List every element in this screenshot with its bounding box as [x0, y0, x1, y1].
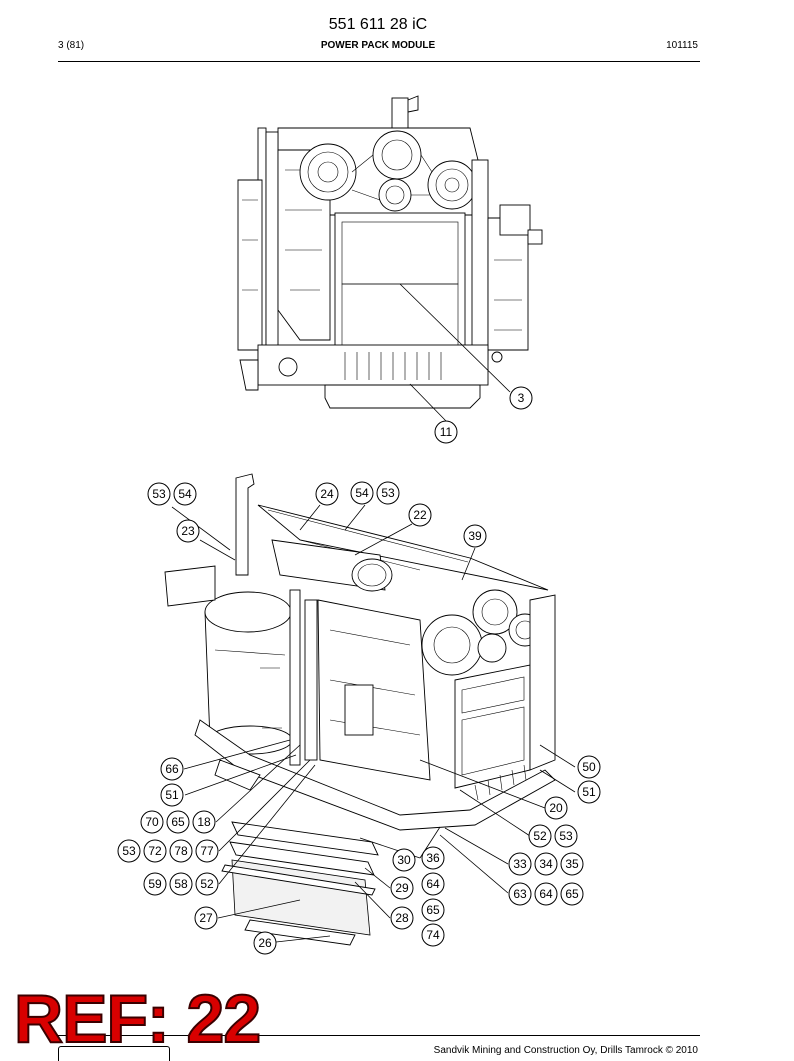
callout-58: 58 [169, 872, 193, 896]
svg-text:72: 72 [148, 844, 162, 858]
callout-18: 18 [192, 810, 216, 834]
leader-lines [171, 283, 576, 943]
svg-text:54: 54 [178, 487, 192, 501]
svg-text:50: 50 [582, 760, 596, 774]
svg-text:74: 74 [426, 928, 440, 942]
page-title: POWER PACK MODULE [320, 40, 436, 51]
svg-text:18: 18 [197, 815, 211, 829]
svg-text:11: 11 [440, 425, 453, 439]
power-pack-front-view [237, 95, 543, 409]
svg-text:65: 65 [565, 887, 579, 901]
callout-30: 30 [392, 848, 416, 872]
svg-text:78: 78 [174, 844, 188, 858]
callout-53: 53 [376, 481, 400, 505]
callout-51: 51 [160, 783, 184, 807]
callout-77: 77 [195, 839, 219, 863]
callout-28: 28 [390, 906, 414, 930]
callout-27: 27 [194, 906, 218, 930]
svg-text:3: 3 [518, 391, 525, 405]
callout-51: 51 [577, 780, 601, 804]
callout-65: 65 [166, 810, 190, 834]
svg-text:33: 33 [513, 857, 527, 871]
svg-text:51: 51 [165, 788, 179, 802]
page-number: 3 (81) [58, 40, 85, 51]
callout-54: 54 [173, 482, 197, 506]
svg-text:22: 22 [413, 508, 427, 522]
svg-text:28: 28 [395, 911, 409, 925]
callout-23: 23 [176, 519, 200, 543]
callout-72: 72 [143, 839, 167, 863]
callout-74: 74 [421, 923, 445, 947]
callout-50: 50 [577, 755, 601, 779]
callout-63: 63 [508, 882, 532, 906]
footer-copyright: Sandvik Mining and Construction Oy, Dril… [433, 1045, 698, 1056]
svg-text:54: 54 [355, 486, 369, 500]
footer-rule [58, 1035, 700, 1036]
svg-text:20: 20 [549, 801, 563, 815]
svg-text:77: 77 [200, 844, 214, 858]
callout-22: 22 [408, 503, 432, 527]
svg-text:52: 52 [200, 877, 214, 891]
callout-35: 35 [560, 852, 584, 876]
callout-65: 65 [560, 882, 584, 906]
svg-text:30: 30 [397, 853, 411, 867]
callout-52: 52 [528, 824, 552, 848]
callout-53: 53 [147, 482, 171, 506]
svg-text:59: 59 [148, 877, 162, 891]
svg-text:27: 27 [199, 911, 213, 925]
svg-text:65: 65 [426, 903, 440, 917]
svg-text:52: 52 [533, 829, 547, 843]
callout-11: 11 [434, 420, 458, 444]
svg-text:53: 53 [381, 486, 395, 500]
svg-text:53: 53 [559, 829, 573, 843]
callout-65: 65 [421, 898, 445, 922]
svg-text:64: 64 [426, 877, 440, 891]
svg-text:65: 65 [171, 815, 185, 829]
callout-70: 70 [140, 810, 164, 834]
callout-36: 36 [421, 846, 445, 870]
svg-text:23: 23 [181, 524, 195, 538]
callout-20: 20 [544, 796, 568, 820]
callout-39: 39 [463, 524, 487, 548]
callout-54: 54 [350, 481, 374, 505]
callout-3: 3 [509, 386, 533, 410]
svg-text:51: 51 [582, 785, 596, 799]
svg-text:66: 66 [165, 762, 179, 776]
svg-text:36: 36 [426, 851, 440, 865]
power-pack-isometric-view [164, 473, 556, 946]
callout-66: 66 [160, 757, 184, 781]
svg-text:63: 63 [513, 887, 527, 901]
svg-text:24: 24 [320, 487, 334, 501]
callout-53: 53 [117, 839, 141, 863]
callout-53: 53 [554, 824, 578, 848]
svg-text:53: 53 [152, 487, 166, 501]
callout-52: 52 [195, 872, 219, 896]
callout-33: 33 [508, 852, 532, 876]
callout-64: 64 [534, 882, 558, 906]
svg-text:39: 39 [468, 529, 482, 543]
svg-text:26: 26 [258, 936, 272, 950]
ref-stamp: REF: 22 [13, 981, 262, 1057]
header-rule [58, 61, 700, 62]
svg-text:70: 70 [145, 815, 159, 829]
document-number: 551 611 28 iC [328, 16, 428, 33]
svg-text:58: 58 [174, 877, 188, 891]
callout-59: 59 [143, 872, 167, 896]
svg-text:53: 53 [122, 844, 136, 858]
svg-text:34: 34 [539, 857, 553, 871]
date-code: 101115 [666, 40, 698, 51]
callout-26: 26 [253, 931, 277, 955]
callout-64: 64 [421, 872, 445, 896]
svg-text:35: 35 [565, 857, 579, 871]
callout-34: 34 [534, 852, 558, 876]
svg-text:64: 64 [539, 887, 553, 901]
svg-text:29: 29 [395, 881, 409, 895]
callout-29: 29 [390, 876, 414, 900]
callout-78: 78 [169, 839, 193, 863]
callout-24: 24 [315, 482, 339, 506]
